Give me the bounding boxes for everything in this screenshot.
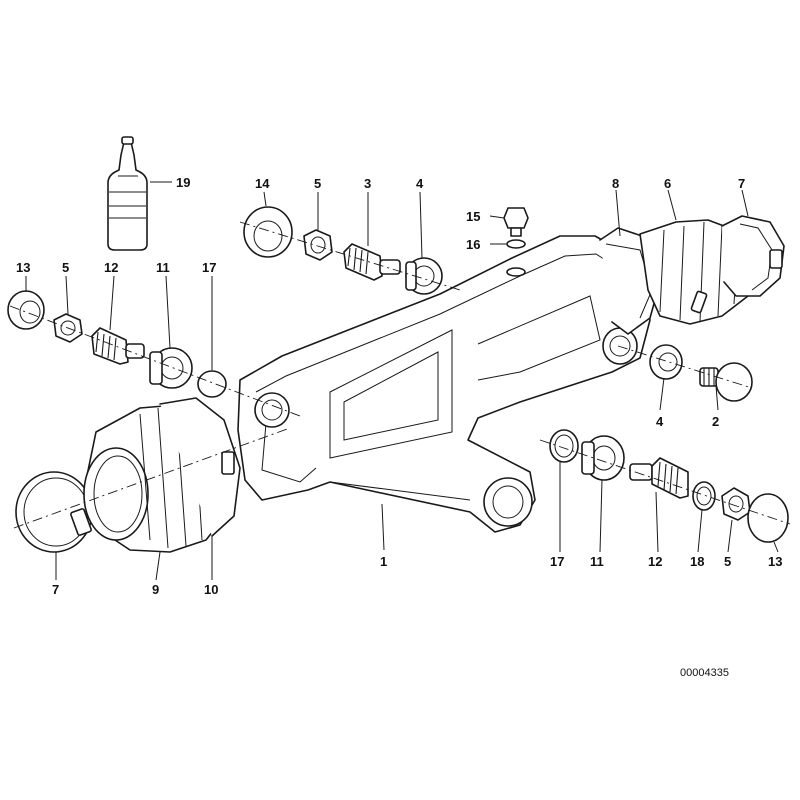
part-13-cap-left <box>7 290 45 330</box>
callout-5-upper: 5 <box>314 176 321 191</box>
callout-2: 2 <box>712 414 719 429</box>
part-18-washer <box>692 481 716 511</box>
part-17-seal-left <box>197 370 227 398</box>
part-1-swing-arm-housing <box>237 235 651 533</box>
callout-12-left: 12 <box>104 260 118 275</box>
callout-15: 15 <box>466 209 480 224</box>
part-15-bolt <box>503 207 529 237</box>
axis-line-hub <box>617 345 753 389</box>
callout-4-upper: 4 <box>416 176 424 191</box>
callout-9: 9 <box>152 582 159 597</box>
part-3-threaded-pin <box>343 243 401 281</box>
part-7-hose-clamp-right <box>690 215 785 314</box>
callout-13-left: 13 <box>16 260 30 275</box>
part-7-hose-clamp-left <box>15 471 93 553</box>
document-number: 00004335 <box>680 667 729 679</box>
callout-7-right: 7 <box>738 176 745 191</box>
axis-line-right <box>539 439 791 525</box>
callout-19: 19 <box>176 175 190 190</box>
callout-1: 1 <box>380 554 387 569</box>
axis-line-upper <box>239 221 461 291</box>
part-2-plug <box>699 362 753 402</box>
callout-11-right: 11 <box>590 554 604 569</box>
callout-17-left: 17 <box>202 260 216 275</box>
part-17-seal-right <box>549 429 579 463</box>
part-10-clamp-ring <box>159 397 241 537</box>
callout-11-left: 11 <box>156 260 170 275</box>
callout-12-right: 12 <box>648 554 662 569</box>
part-4-bearing-right <box>649 344 683 380</box>
callout-4-right: 4 <box>656 414 664 429</box>
part-5-nut-right <box>721 487 751 521</box>
part-5-nut-upper <box>303 229 333 261</box>
part-13-cap-right <box>747 493 789 543</box>
part-12-threaded-pin-left <box>91 327 145 365</box>
part-4-bearing-upper <box>405 257 443 295</box>
axis-line-left <box>9 305 301 417</box>
part-14-cap <box>243 206 293 258</box>
callout-18: 18 <box>690 554 704 569</box>
part-11-bearing-right <box>581 435 625 481</box>
callout-14: 14 <box>255 176 270 191</box>
part-19-lubricant-bottle <box>107 136 148 251</box>
callout-17-right: 17 <box>550 554 564 569</box>
callout-5-left: 5 <box>62 260 69 275</box>
leader-lines <box>25 181 779 581</box>
callout-labels: 19 14 5 3 4 15 16 8 6 7 13 5 12 11 17 4 … <box>16 175 782 597</box>
callout-7-left: 7 <box>52 582 59 597</box>
part-11-bearing-left <box>149 347 193 389</box>
callout-13-right: 13 <box>768 554 782 569</box>
callout-3: 3 <box>364 176 371 191</box>
callout-5-right: 5 <box>724 554 731 569</box>
axis-line-lower-left <box>13 427 291 529</box>
callout-8: 8 <box>612 176 619 191</box>
callout-6: 6 <box>664 176 671 191</box>
part-12-threaded-pin-right <box>629 457 689 499</box>
part-16-washer <box>506 239 526 277</box>
callout-10: 10 <box>204 582 218 597</box>
callout-16: 16 <box>466 237 480 252</box>
